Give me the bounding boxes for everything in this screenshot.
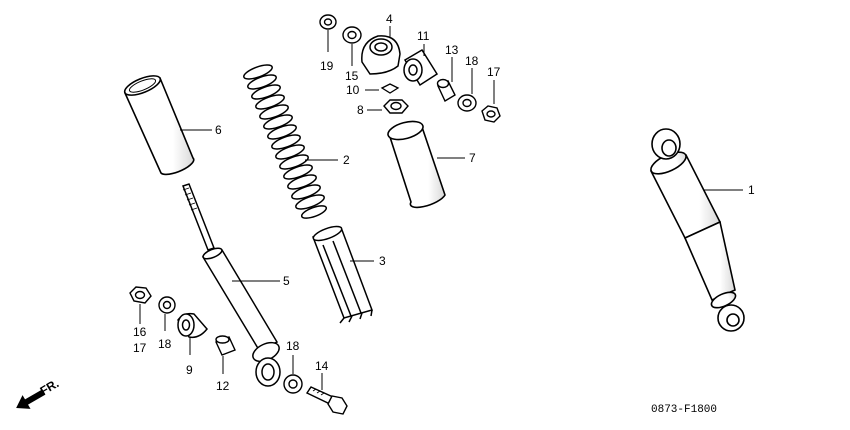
- callout-13: 13: [445, 43, 459, 57]
- callout-7: 7: [469, 151, 476, 165]
- callout-labels: 1 2 3 4 5 6 7 8 9 10 11 12 13 14 15 16 1…: [133, 12, 755, 393]
- callout-12: 12: [216, 379, 230, 393]
- damper-unit: [182, 183, 281, 387]
- callout-3: 3: [379, 254, 386, 268]
- callout-1: 1: [748, 183, 755, 197]
- callout-16: 16: [133, 325, 147, 339]
- bushing-9: [177, 312, 208, 339]
- washer-18-top: [457, 94, 477, 112]
- callout-8: 8: [357, 103, 364, 117]
- callout-4: 4: [386, 12, 393, 26]
- coil-spring: [243, 64, 328, 219]
- callout-19: 19: [320, 59, 334, 73]
- callout-18-bottom: 18: [286, 339, 300, 353]
- callout-18-top: 18: [465, 54, 479, 68]
- callout-5: 5: [283, 274, 290, 288]
- collar-13: [436, 78, 456, 102]
- bushing-11: [403, 48, 439, 87]
- callout-2: 2: [343, 153, 350, 167]
- callout-14: 14: [315, 359, 329, 373]
- bolt-14: [305, 386, 348, 415]
- bushing-10: [380, 83, 400, 94]
- callout-10: 10: [346, 83, 360, 97]
- callout-17-bottom: 17: [133, 341, 147, 355]
- arrow-icon: [16, 389, 46, 409]
- callout-6: 6: [215, 123, 222, 137]
- callout-9: 9: [186, 363, 193, 377]
- nut-17-top: [481, 105, 501, 123]
- washer-19: [319, 14, 337, 30]
- callout-18-bottom-left: 18: [158, 337, 172, 351]
- washer-15: [342, 26, 362, 44]
- washer-18-bottom: [283, 374, 303, 394]
- spring-guide: [311, 225, 373, 324]
- washer-18-bottom-left: [158, 296, 176, 314]
- upper-mount: [361, 35, 401, 75]
- diagram-code: 0873-F1800: [651, 404, 717, 416]
- shock-absorber-assembly: [649, 128, 745, 332]
- collar-12: [215, 335, 236, 356]
- nut-8: [383, 99, 409, 114]
- callout-17-top: 17: [487, 65, 501, 79]
- nut-16-17: [129, 286, 152, 304]
- dust-cover-tube: [123, 75, 195, 176]
- callout-15: 15: [345, 69, 359, 83]
- callout-11: 11: [417, 29, 430, 43]
- front-indicator: FR.: [16, 376, 61, 409]
- upper-cover-tube: [387, 120, 446, 209]
